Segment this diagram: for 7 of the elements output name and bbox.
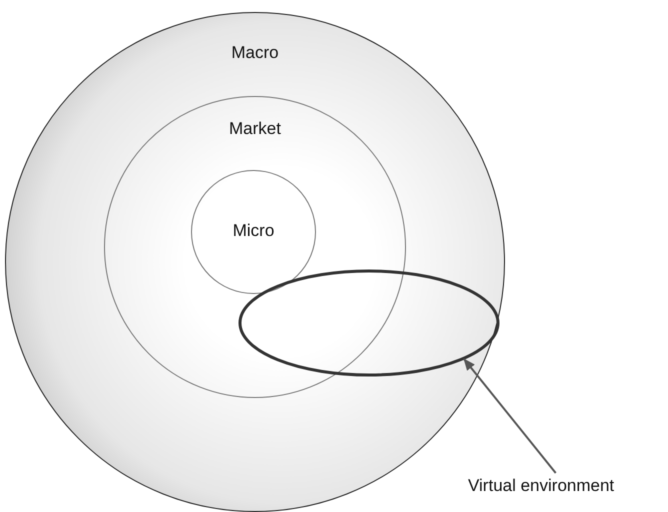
inner-circle: [191, 170, 316, 294]
region-label: Macro: [231, 43, 279, 63]
callout-label: Virtual environment: [468, 476, 614, 496]
middle-circle: [104, 96, 406, 398]
arrow: [463, 358, 556, 474]
region-label: Micro: [232, 221, 274, 241]
region-label: Market: [229, 119, 281, 139]
